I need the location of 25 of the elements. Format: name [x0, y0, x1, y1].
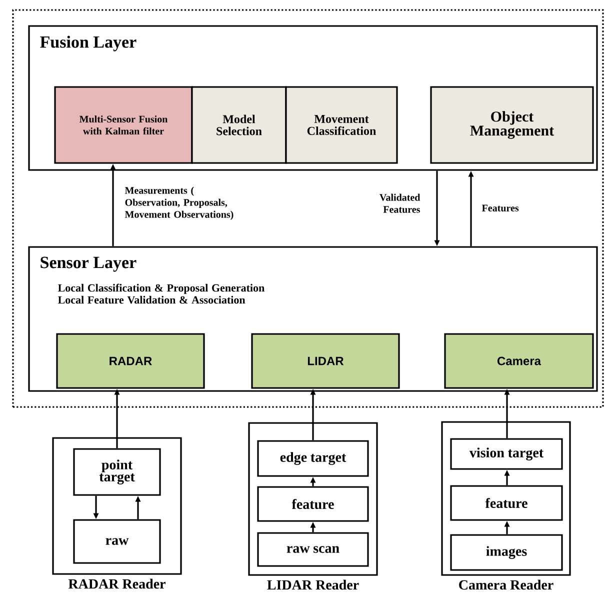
process-box: vision target: [450, 438, 563, 470]
process-box: point target: [73, 448, 161, 496]
edge-label: Features: [482, 204, 519, 212]
process-box: Object Management: [430, 86, 594, 164]
process-box: LIDAR: [251, 333, 400, 389]
reader-title: LIDAR Reader: [267, 580, 359, 590]
process-box: Camera: [444, 333, 594, 389]
process-box: raw: [73, 519, 161, 564]
layer-title: Fusion Layer: [40, 36, 136, 52]
edge-label: Measurements ( Observation, Proposals, Movement Observations): [124, 186, 234, 220]
process-box: feature: [257, 486, 369, 522]
layer-description: Local Classification & Proposal Generation Local Feature Validation & Association: [58, 284, 264, 304]
reader-title: RADAR Reader: [68, 578, 166, 589]
process-box: Model Selection: [191, 86, 287, 164]
process-box: RADAR: [56, 333, 205, 389]
process-box: Movement Classification: [285, 86, 398, 164]
reader-title: Camera Reader: [459, 580, 554, 590]
process-box: edge target: [257, 440, 369, 477]
process-box: feature: [450, 485, 563, 521]
process-box: Multi-Sensor Fusion with Kalman filter: [54, 86, 193, 164]
layer-title: Sensor Layer: [40, 256, 136, 272]
system-boundary: [12, 9, 604, 408]
edge-label: Validated Features: [380, 194, 420, 213]
process-box: raw scan: [257, 532, 369, 567]
process-box: images: [450, 534, 563, 571]
